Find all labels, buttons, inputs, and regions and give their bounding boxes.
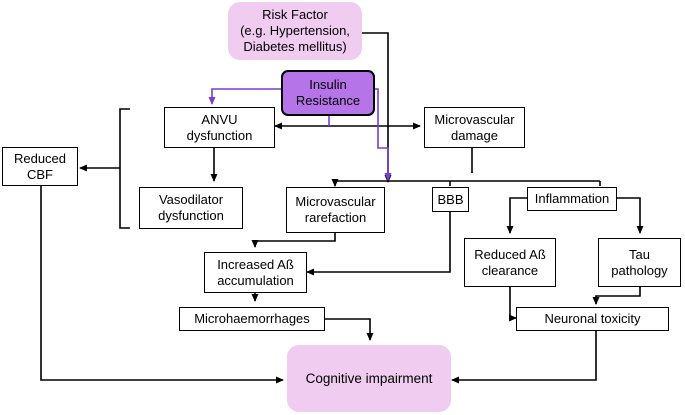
node-bbb: BBB xyxy=(432,187,469,212)
arrow-rarefaction-to-ab xyxy=(251,233,336,248)
node-reduced-ab-clearance: Reduced Aß clearance xyxy=(464,238,556,287)
arrow-clearance-to-toxicity xyxy=(509,287,517,322)
arrow-insulin-to-bbb xyxy=(375,88,392,181)
node-reduced-cbf: Reduced CBF xyxy=(2,147,78,186)
node-anvu-dysfunction: ANVU dysfunction xyxy=(164,107,275,148)
arrow-inflam-to-tau xyxy=(617,197,644,234)
node-risk-factor: Risk Factor (e.g. Hypertension, Diabetes… xyxy=(228,2,362,60)
node-cognitive-impairment: Cognitive impairment xyxy=(287,345,451,412)
node-microhaemorrhages: Microhaemorrhages xyxy=(179,307,325,331)
node-inflammation: Inflammation xyxy=(527,187,617,211)
arrow-inflam-to-clearance xyxy=(506,197,527,234)
node-neuronal-toxicity: Neuronal toxicity xyxy=(516,307,669,331)
arrow-risk-to-bbb xyxy=(362,32,392,183)
arrow-microhaem-to-cognitive xyxy=(325,318,374,341)
arrow-bbb-to-ab xyxy=(306,212,451,276)
arrow-insulin-to-anvu xyxy=(208,88,281,105)
node-vasodilator-dysfunction: Vasodilator dysfunction xyxy=(139,187,243,229)
node-microvascular-rarefaction: Microvascular rarefaction xyxy=(286,187,385,233)
node-microvascular-damage: Microvascular damage xyxy=(424,107,525,148)
arrow-cbf-to-cognitive xyxy=(40,186,284,384)
arrow-tau-to-toxicity xyxy=(592,287,641,305)
bracket xyxy=(119,108,130,229)
node-insulin-resistance: Insulin Resistance xyxy=(281,70,375,116)
arrow-toxicity-to-cognitive xyxy=(451,331,597,384)
node-increased-ab-accumulation: Increased Aß accumulation xyxy=(204,252,307,293)
node-tau-pathology: Tau pathology xyxy=(598,238,681,287)
